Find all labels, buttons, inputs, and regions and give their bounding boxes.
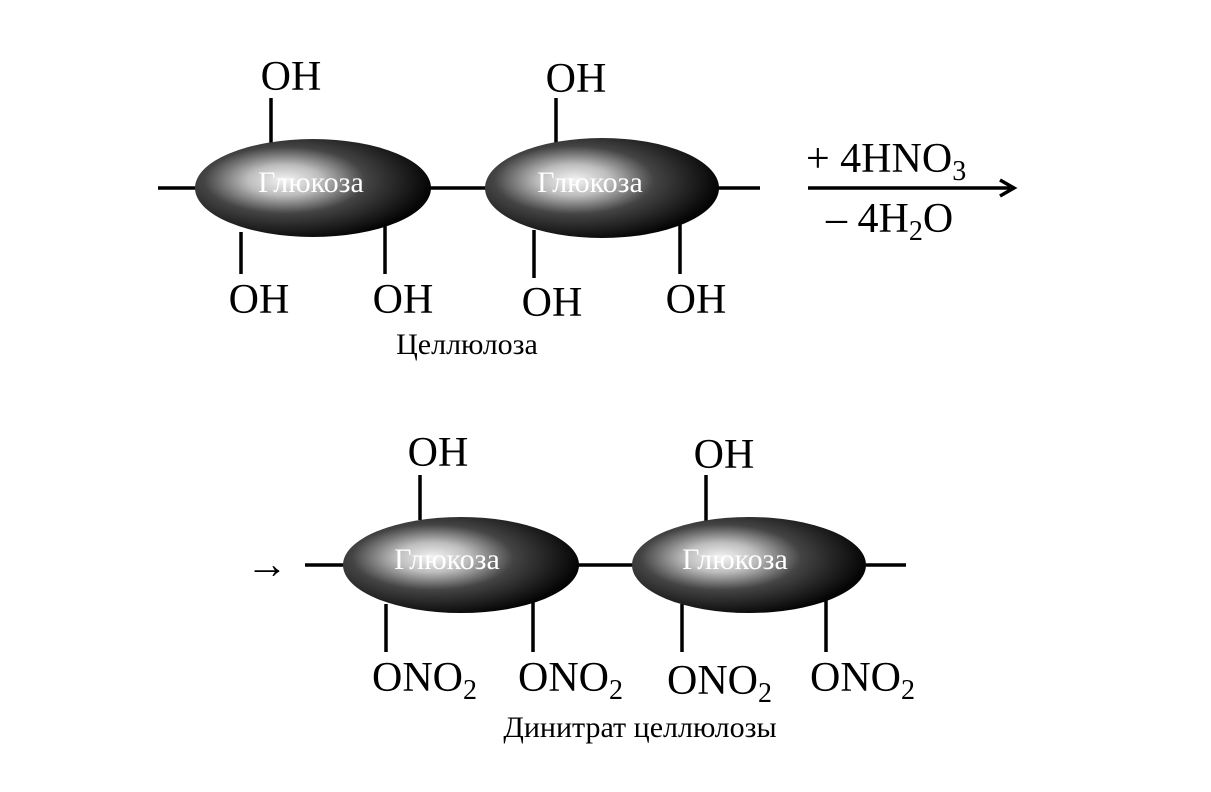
cellulose-caption: Целлюлоза: [396, 328, 538, 361]
nitrate-group: ONO2: [667, 658, 772, 709]
glucose-label: Глюкоза: [394, 543, 500, 576]
nitrate-group: ONO2: [372, 655, 477, 706]
glucose-ring-4: Глюкоза: [632, 517, 866, 613]
glucose-ring-2: Глюкоза: [485, 138, 719, 238]
continuation-arrow: →: [246, 542, 288, 588]
nitrate-group: ONO2: [810, 655, 915, 706]
hydroxyl-group: OH: [694, 432, 755, 478]
dinitrate-caption: Динитрат целлюлозы: [503, 711, 776, 744]
hydroxyl-group: OH: [408, 430, 469, 476]
hydroxyl-group: OH: [546, 56, 607, 102]
reaction-arrow-head: [999, 178, 1018, 198]
hydroxyl-group: OH: [522, 280, 583, 326]
nitrate-group: ONO2: [518, 655, 623, 706]
cellulose-chain: Глюкоза Глюкоза OH OH OH OH OH OH Целлюл…: [158, 54, 760, 361]
glucose-ring-1: Глюкоза: [195, 139, 431, 237]
hydroxyl-group: OH: [229, 277, 290, 323]
glucose-ring-3: Глюкоза: [343, 517, 579, 613]
reaction-conditions: + 4HNO3 – 4H2O: [806, 136, 1018, 247]
byproduct-label: – 4H2O: [825, 196, 953, 247]
cellulose-dinitrate-chain: → Глюкоза Глюкоза OH OH ONO2 ONO2 ONO2 O…: [246, 430, 915, 744]
glucose-label: Глюкоза: [682, 543, 788, 576]
hydroxyl-group: OH: [373, 277, 434, 323]
reagent-label: + 4HNO3: [806, 136, 966, 187]
glucose-label: Глюкоза: [537, 166, 643, 199]
hydroxyl-group: OH: [666, 277, 727, 323]
glucose-label: Глюкоза: [258, 166, 364, 199]
hydroxyl-group: OH: [261, 54, 322, 100]
